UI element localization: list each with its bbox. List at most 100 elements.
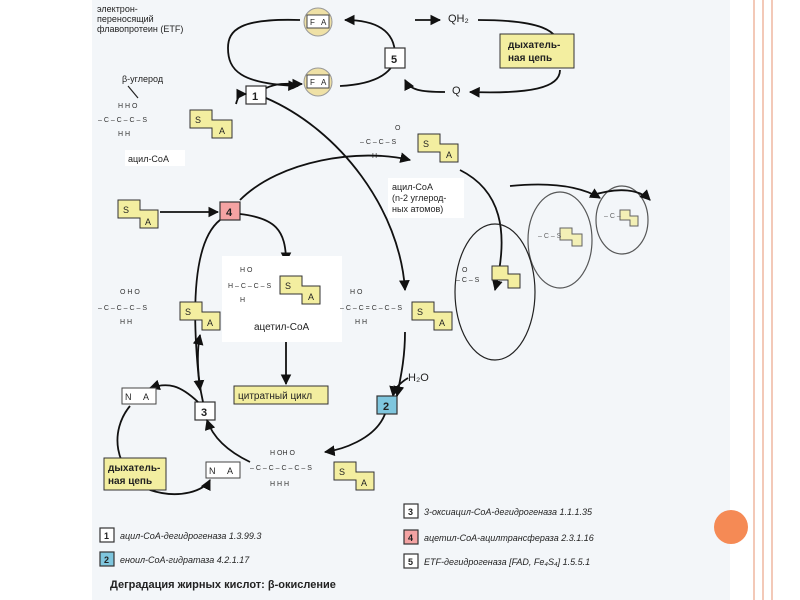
beta-carbon-label: β-углерод bbox=[122, 74, 164, 84]
svg-text:– C – C – C – S: – C – C – C – S bbox=[98, 305, 147, 312]
acetyl-a: A bbox=[308, 292, 314, 302]
svg-text:– C – C = C – C – S: – C – C = C – C – S bbox=[340, 305, 402, 312]
svg-text:O: O bbox=[462, 267, 468, 274]
nad-n: N bbox=[125, 392, 132, 402]
step-4-label: 4 bbox=[226, 207, 233, 219]
legend-1-text: ацил-CoA-дегидрогеназа 1.3.99.3 bbox=[120, 531, 261, 541]
fadh2-reduced-icon: F A bbox=[303, 67, 333, 97]
etf-label-line1: электрон- bbox=[97, 4, 138, 14]
fadh2-f-label: F bbox=[310, 78, 315, 87]
arrow-step4-to-acetyl bbox=[239, 213, 292, 264]
acetyl-coa-structure: H O H – C – C – S H S A bbox=[228, 267, 321, 305]
diagram-panel bbox=[92, 0, 730, 600]
resp-chain-bottom-line1: дыхатель- bbox=[108, 463, 160, 474]
arrow-step1-to-etf bbox=[265, 78, 304, 90]
hydroxy-a: A bbox=[361, 478, 367, 488]
arrow-spiral-continue bbox=[509, 183, 601, 199]
oxo-a: A bbox=[207, 318, 213, 328]
acyl2-s: S bbox=[423, 139, 429, 149]
coash-a: A bbox=[145, 217, 151, 227]
legend-1-box bbox=[99, 527, 115, 543]
spiral-cycle-2: – C – S bbox=[527, 191, 593, 289]
legend-2-box bbox=[99, 551, 115, 567]
nad-oxidized-icon: N A bbox=[121, 387, 157, 405]
enoyl-a: A bbox=[439, 318, 445, 328]
svg-text:H: H bbox=[240, 297, 245, 304]
svg-text:H O: H O bbox=[240, 267, 253, 274]
acyl2-a: A bbox=[446, 150, 452, 160]
spiral-cycle-1: O – C – S bbox=[454, 223, 536, 361]
svg-text:– C – S: – C – S bbox=[456, 277, 480, 284]
step-2-box bbox=[376, 395, 398, 415]
step-5-label: 5 bbox=[391, 54, 397, 66]
oxoacyl-coa-structure: O H O – C – C – C – S H H S A bbox=[98, 289, 221, 331]
resp-chain-top-box bbox=[499, 33, 575, 69]
resp-chain-bottom-box bbox=[103, 457, 167, 491]
legend-3-text: 3-оксиацил-CoA-дегидрогеназа 1.1.1.35 bbox=[424, 507, 593, 517]
step-3-label: 3 bbox=[201, 407, 207, 419]
svg-text:O: O bbox=[395, 125, 401, 132]
step-4-box bbox=[219, 201, 241, 221]
step-5-box bbox=[384, 47, 406, 69]
legend-4-box bbox=[403, 529, 419, 545]
acetyl-coa-panel bbox=[222, 256, 342, 342]
legend-2-text: еноил-CoA-гидратаза 4.2.1.17 bbox=[120, 555, 250, 565]
acyl-n2-line3: ных атомов) bbox=[392, 204, 443, 214]
acyl-coa-structure: H H O – C – C – C – S H H S A bbox=[98, 103, 233, 139]
svg-text:H H: H H bbox=[118, 131, 130, 138]
legend-2-num: 2 bbox=[104, 555, 109, 565]
arrow-step1-to-enoyl bbox=[265, 97, 410, 292]
legend: 1 ацил-CoA-дегидрогеназа 1.3.99.3 2 енои… bbox=[99, 503, 594, 591]
nadh-a: A bbox=[227, 466, 233, 476]
slide-right-frame bbox=[730, 0, 800, 600]
arrow-step3-to-nad bbox=[148, 379, 199, 403]
beta-pointer bbox=[127, 85, 139, 99]
etf-loop-arrow bbox=[227, 18, 301, 92]
acyl-n2-line2: (n-2 углерод- bbox=[392, 193, 446, 203]
spiral-cycle-3: – C – bbox=[595, 185, 649, 255]
oxo-s: S bbox=[185, 307, 191, 317]
step-2-label: 2 bbox=[383, 401, 389, 413]
svg-text:H O: H O bbox=[350, 289, 363, 296]
frame-line bbox=[753, 0, 755, 600]
svg-text:H H: H H bbox=[355, 319, 367, 326]
legend-5-text: ETF-дегидрогеназа [FAD, Fe₄S₄] 1.5.5.1 bbox=[424, 557, 590, 567]
svg-text:H – C – C – S: H – C – C – S bbox=[228, 283, 272, 290]
legend-4-num: 4 bbox=[408, 533, 413, 543]
svg-text:– C – S: – C – S bbox=[538, 233, 562, 240]
arrow-step2-to-hydroxy bbox=[323, 413, 386, 457]
svg-text:O H O: O H O bbox=[120, 289, 140, 296]
step-1-label: 1 bbox=[252, 91, 258, 103]
resp-chain-bottom-line2: ная цепь bbox=[108, 476, 152, 487]
orange-circle-decoration bbox=[714, 510, 748, 544]
svg-text:H H H: H H H bbox=[270, 481, 289, 488]
nadh-reduced-icon: N A bbox=[205, 461, 241, 479]
coa-sh-box bbox=[117, 199, 159, 229]
legend-5-box bbox=[403, 553, 419, 569]
arrow-spiral-continue-2 bbox=[589, 189, 651, 201]
arrow-hydroxy-to-step3 bbox=[204, 418, 251, 463]
hydroxy-s: S bbox=[339, 467, 345, 477]
acyl-coa-label-bg bbox=[125, 150, 185, 166]
resp-chain-top-line1: дыхатель- bbox=[508, 40, 560, 51]
enoyl-coa-structure: H O – C – C = C – C – S H H S A bbox=[340, 289, 453, 331]
frame-line bbox=[771, 0, 773, 600]
acyl-coa-label: ацил-CoA bbox=[128, 154, 169, 164]
svg-text:H H: H H bbox=[120, 319, 132, 326]
resp-chain-top-line2: ная цепь bbox=[508, 53, 552, 64]
svg-text:– C – C – C – S: – C – C – C – S bbox=[98, 117, 147, 124]
acyl-s: S bbox=[195, 115, 201, 125]
legend-1-num: 1 bbox=[104, 531, 109, 541]
arrow-step4-to-acyl-n2 bbox=[239, 152, 412, 201]
citrate-cycle-box bbox=[233, 385, 329, 405]
arrow-enoyl-to-step2 bbox=[393, 331, 406, 398]
coash-s: S bbox=[123, 205, 129, 215]
diagram-caption: Деградация жирных кислот: β-окисление bbox=[110, 579, 336, 591]
fadh2-a-label: A bbox=[321, 78, 327, 87]
legend-4-text: ацетил-CoA-ацилтрансфераза 2.3.1.16 bbox=[424, 533, 594, 543]
qh2-label: QH₂ bbox=[448, 13, 469, 25]
fad-f-label: F bbox=[310, 18, 315, 27]
nadh-n: N bbox=[209, 466, 216, 476]
q-label: Q bbox=[452, 85, 461, 97]
